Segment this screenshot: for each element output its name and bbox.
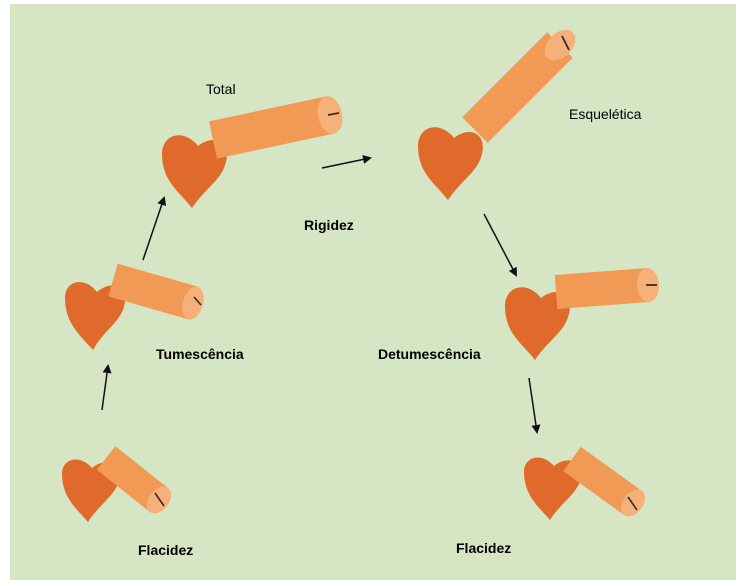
- stage-detumescencia-icon: [505, 267, 660, 360]
- stage-total-icon: [162, 94, 346, 208]
- label-total: Total: [206, 81, 236, 97]
- stage-flacidez-right-icon: [524, 457, 650, 521]
- stage-tumescencia-icon: [65, 280, 207, 350]
- stage-esqueletica-icon: [418, 24, 581, 200]
- arrow-total-to-esqueletica: [322, 158, 370, 168]
- arrow-detumescencia-to-flacidez: [529, 378, 537, 432]
- label-flacidez-left: Flacidez: [138, 542, 193, 558]
- label-flacidez-right: Flacidez: [456, 540, 511, 556]
- label-tumescencia: Tumescência: [156, 346, 244, 362]
- stage-flacidez-left-icon: [62, 458, 176, 522]
- arrow-flacidez-to-tumescencia: [102, 366, 108, 410]
- arrow-esqueletica-to-detumescencia: [484, 214, 516, 275]
- label-rigidez: Rigidez: [304, 217, 354, 233]
- label-esqueletica: Esquelética: [569, 106, 641, 122]
- label-detumescencia: Detumescência: [378, 346, 481, 362]
- arrow-tumescencia-to-total: [143, 198, 164, 260]
